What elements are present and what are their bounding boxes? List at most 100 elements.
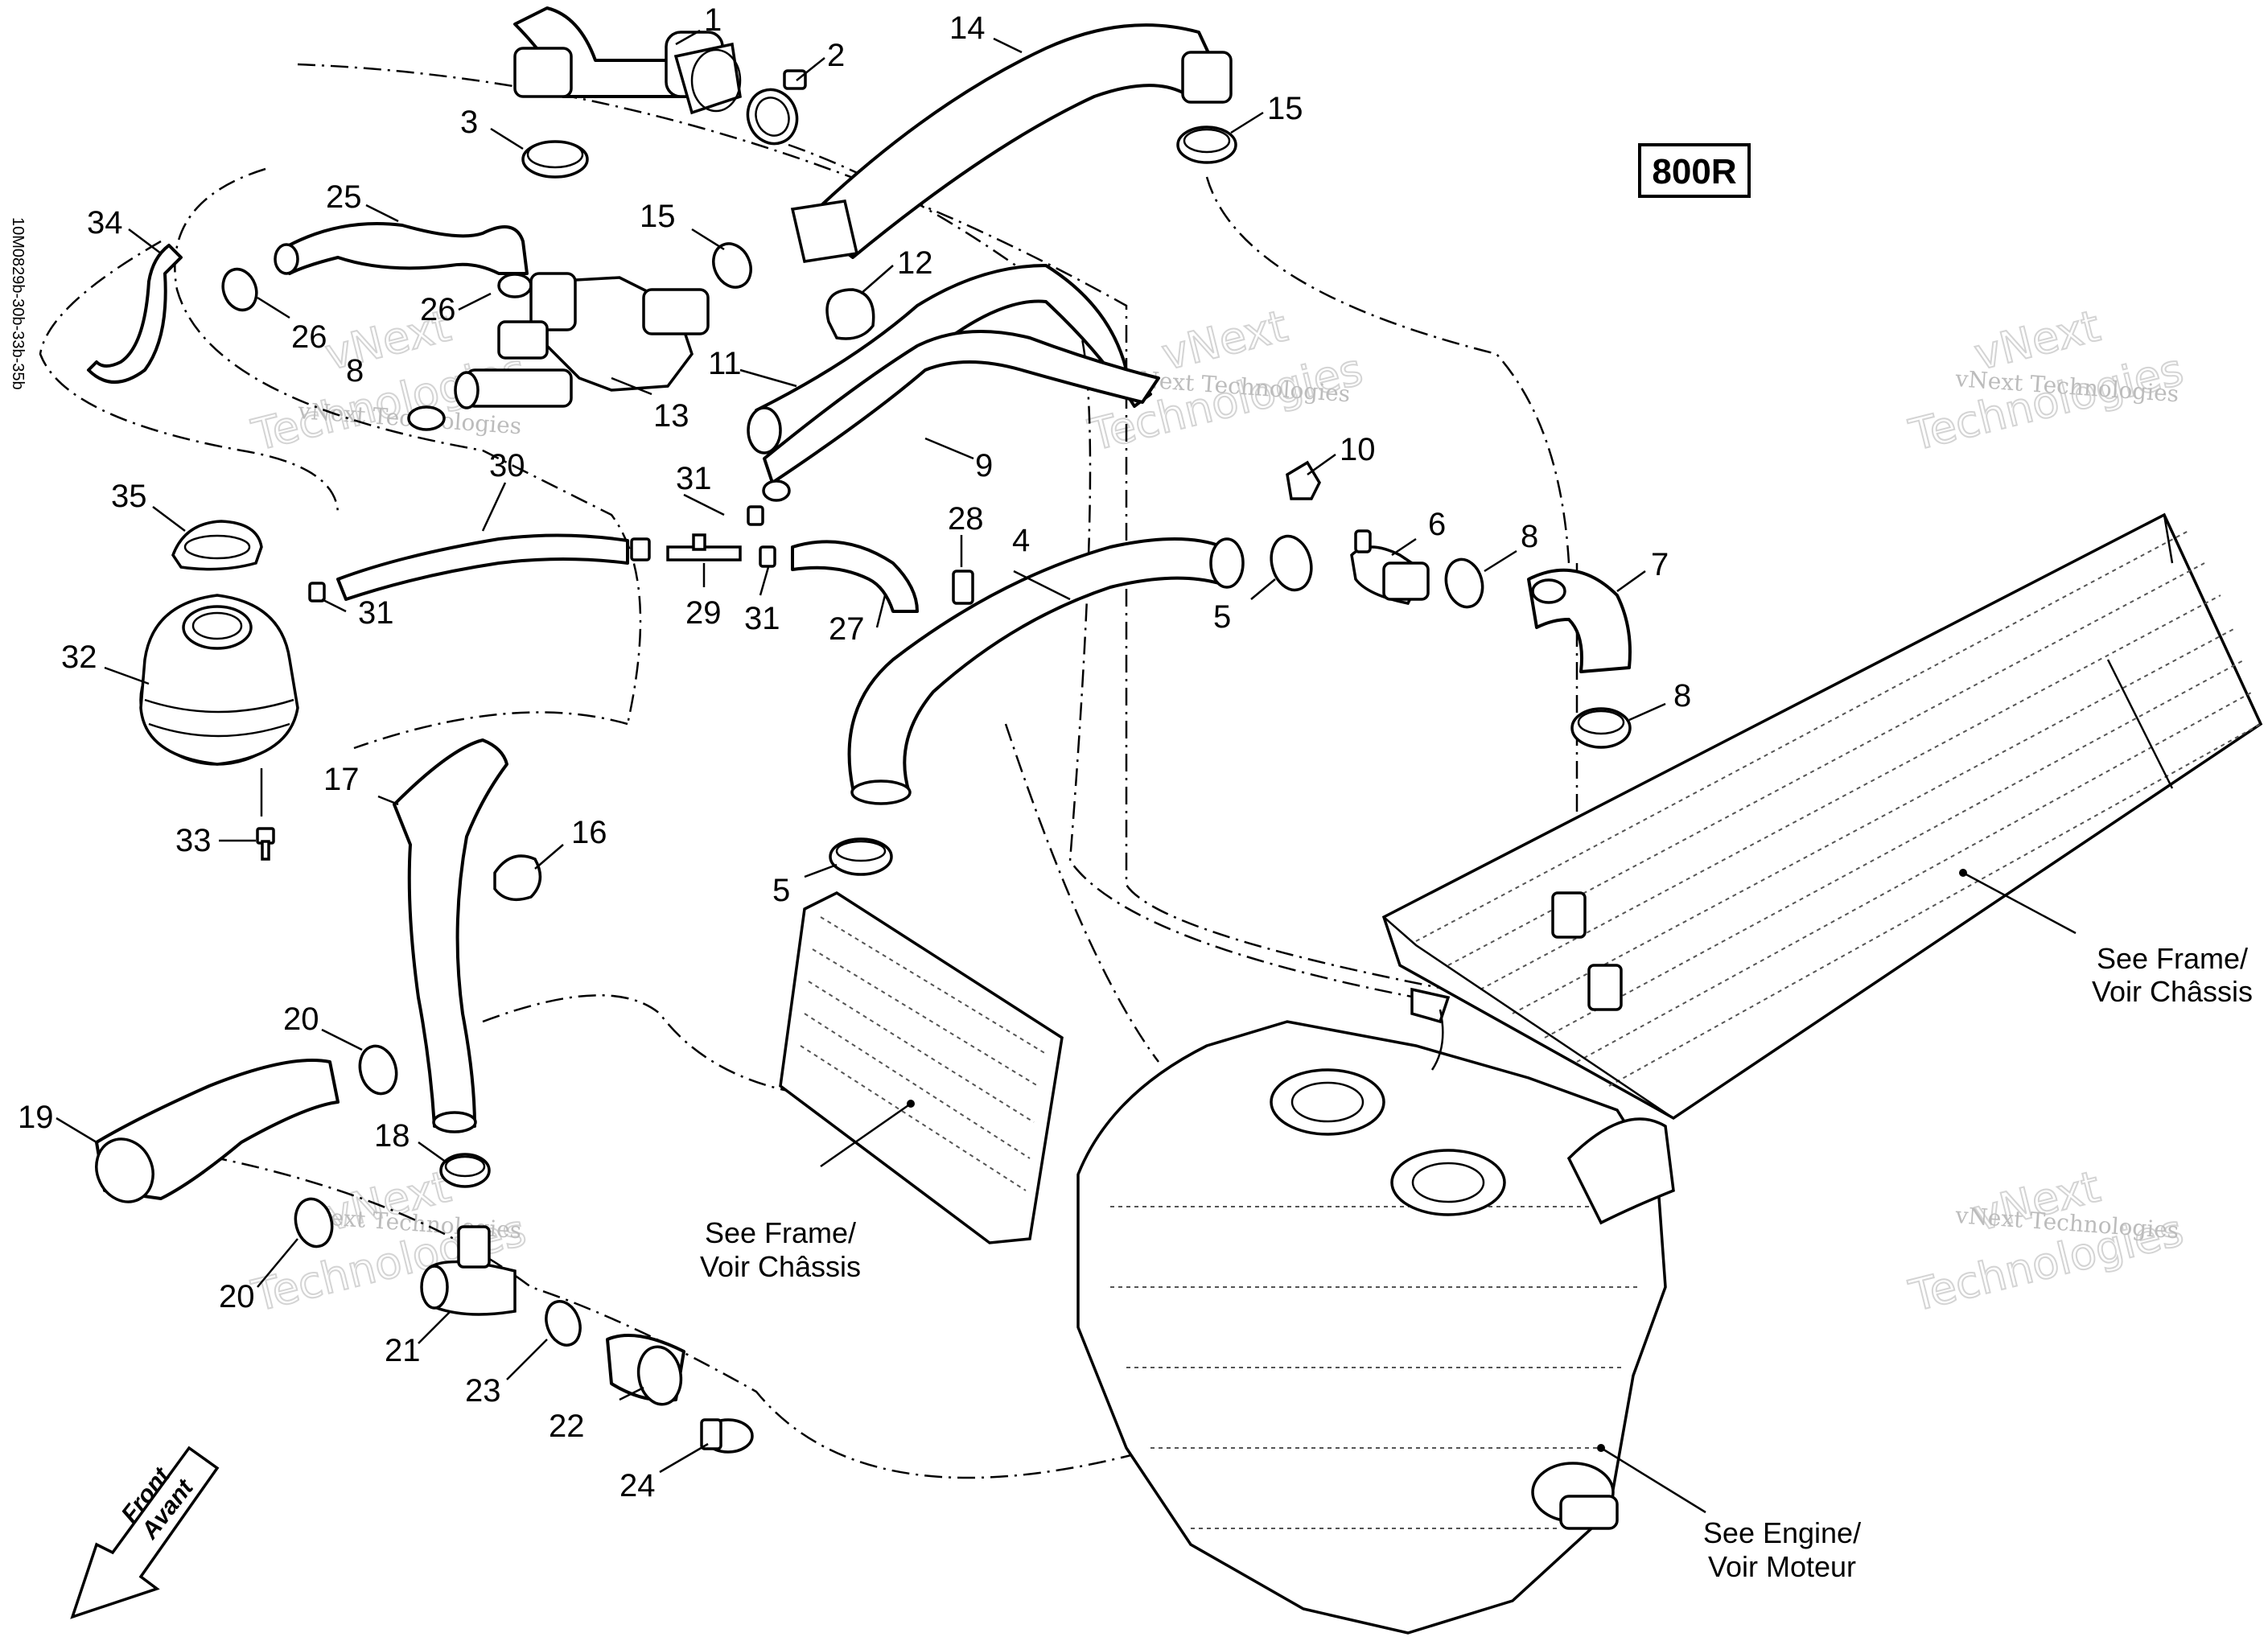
clamp-20-lower xyxy=(294,1197,334,1248)
routing-lines xyxy=(39,63,1579,1479)
thermostat-housing-13 xyxy=(407,272,710,431)
fitting-10 xyxy=(1286,460,1321,500)
hose-27 xyxy=(791,540,919,613)
reference-engine-line2: Voir Moteur xyxy=(1708,1550,1856,1583)
hose-elbow-7 xyxy=(1527,568,1632,673)
model-label-box: 800R xyxy=(1638,143,1751,198)
callout-number: 20 xyxy=(219,1279,255,1314)
hose-22 xyxy=(606,1334,685,1406)
fitting-31-b xyxy=(747,505,764,526)
callout-number: 27 xyxy=(829,611,865,647)
callout-number: 32 xyxy=(61,640,97,675)
coolant-reservoir-32 xyxy=(139,594,299,766)
callout-number: 22 xyxy=(549,1409,585,1444)
reference-engine: See Engine/ Voir Moteur xyxy=(1703,1516,1861,1583)
callout-number: 17 xyxy=(323,762,360,797)
callout-number: 10 xyxy=(1340,432,1376,467)
clamp-8-lower xyxy=(1570,707,1632,749)
model-label: 800R xyxy=(1652,152,1736,191)
callout-number: 11 xyxy=(708,346,742,381)
clamp-5-lower xyxy=(829,837,893,876)
pressure-cap-35 xyxy=(171,520,263,571)
callout-number: 1 xyxy=(704,2,722,38)
hose-34 xyxy=(87,244,183,384)
spring-clamp-2 xyxy=(746,69,807,146)
clamp-5-upper xyxy=(1270,534,1313,592)
tunnel-heat-exchanger xyxy=(1381,512,2263,1121)
clamp-16 xyxy=(493,854,542,902)
callout-number: 35 xyxy=(111,479,147,514)
callout-number: 13 xyxy=(653,398,689,434)
hose-19 xyxy=(95,1059,340,1203)
document-id: 10M0829b-30b-33b-35b xyxy=(9,217,27,390)
hose-14 xyxy=(790,23,1233,263)
callout-number: 15 xyxy=(640,199,676,234)
fitting-31-c xyxy=(759,545,776,568)
callout-number: 29 xyxy=(685,595,722,631)
callout-number: 20 xyxy=(283,1002,319,1037)
callout-number: 8 xyxy=(346,353,364,389)
bolt-33 xyxy=(256,827,275,861)
callout-number: 14 xyxy=(949,10,986,46)
tee-fitting-29 xyxy=(666,533,742,561)
clamp-8-upper xyxy=(1444,557,1484,609)
callout-number: 34 xyxy=(87,205,123,241)
hose-25 xyxy=(274,222,529,275)
engine-block xyxy=(1076,987,1706,1635)
hose-cuff-1 xyxy=(673,42,742,115)
reference-frame-radiator: See Frame/ Voir Châssis xyxy=(700,1216,861,1283)
callout-number: 15 xyxy=(1267,91,1303,126)
reference-frame-top: See Frame/ Voir Châssis xyxy=(2092,942,2253,1008)
hose-9 xyxy=(762,330,1160,502)
callout-number: 31 xyxy=(676,461,712,496)
fitting-31-d xyxy=(308,582,326,603)
callout-number: 8 xyxy=(1521,519,1538,554)
reference-engine-line1: See Engine/ xyxy=(1703,1516,1861,1549)
hose-30 xyxy=(336,533,629,601)
callout-number: 3 xyxy=(460,105,478,140)
callout-number: 9 xyxy=(975,448,993,483)
callout-number: 2 xyxy=(827,38,845,73)
clip-28 xyxy=(952,570,974,605)
callout-number: 24 xyxy=(619,1468,656,1503)
callout-number: 16 xyxy=(571,815,607,850)
callout-number: 8 xyxy=(1673,678,1691,714)
callout-number: 19 xyxy=(18,1100,54,1135)
callout-number: 30 xyxy=(489,448,525,483)
clamp-15-upper xyxy=(1176,125,1237,164)
reference-frame-top-line1: See Frame/ xyxy=(2097,942,2248,975)
callout-number: 26 xyxy=(420,292,456,327)
callouts: 1 2 3 4 5 5 6 7 8 8 8 9 10 11 12 13 14 xyxy=(18,2,1691,1503)
callout-number: 18 xyxy=(374,1118,410,1154)
callout-number: 12 xyxy=(897,245,933,281)
clamp-26-left xyxy=(221,267,258,312)
reference-frame-top-line2: Voir Châssis xyxy=(2092,975,2253,1008)
hose-17 xyxy=(393,738,508,1133)
clamp-18 xyxy=(439,1153,491,1188)
callout-number: 6 xyxy=(1428,507,1446,542)
clamp-15-middle xyxy=(712,242,752,289)
elbow-fitting-6 xyxy=(1350,529,1430,605)
fitting-31-a xyxy=(630,537,651,561)
callout-number: 33 xyxy=(175,823,212,858)
callout-number: 23 xyxy=(465,1373,501,1409)
callout-number: 7 xyxy=(1651,547,1669,582)
callout-number: 4 xyxy=(1012,523,1030,558)
callout-number: 31 xyxy=(744,601,780,636)
callout-number: 31 xyxy=(358,595,394,631)
front-direction-arrow: Front Avant xyxy=(70,1446,220,1619)
callout-number: 21 xyxy=(385,1333,421,1368)
callout-number: 5 xyxy=(1213,599,1231,635)
reference-frame-radiator-line1: See Frame/ xyxy=(705,1216,856,1249)
tee-fitting-21 xyxy=(420,1225,517,1316)
callout-number: 28 xyxy=(948,501,984,537)
radiator xyxy=(779,890,1064,1244)
clamp-20-upper xyxy=(358,1044,398,1096)
callout-number: 5 xyxy=(772,873,790,908)
clamp-24 xyxy=(700,1418,754,1454)
callout-number: 26 xyxy=(291,319,327,355)
clamp-26-right xyxy=(497,273,533,298)
clamp-12 xyxy=(825,288,875,340)
clamp-23 xyxy=(545,1300,582,1347)
